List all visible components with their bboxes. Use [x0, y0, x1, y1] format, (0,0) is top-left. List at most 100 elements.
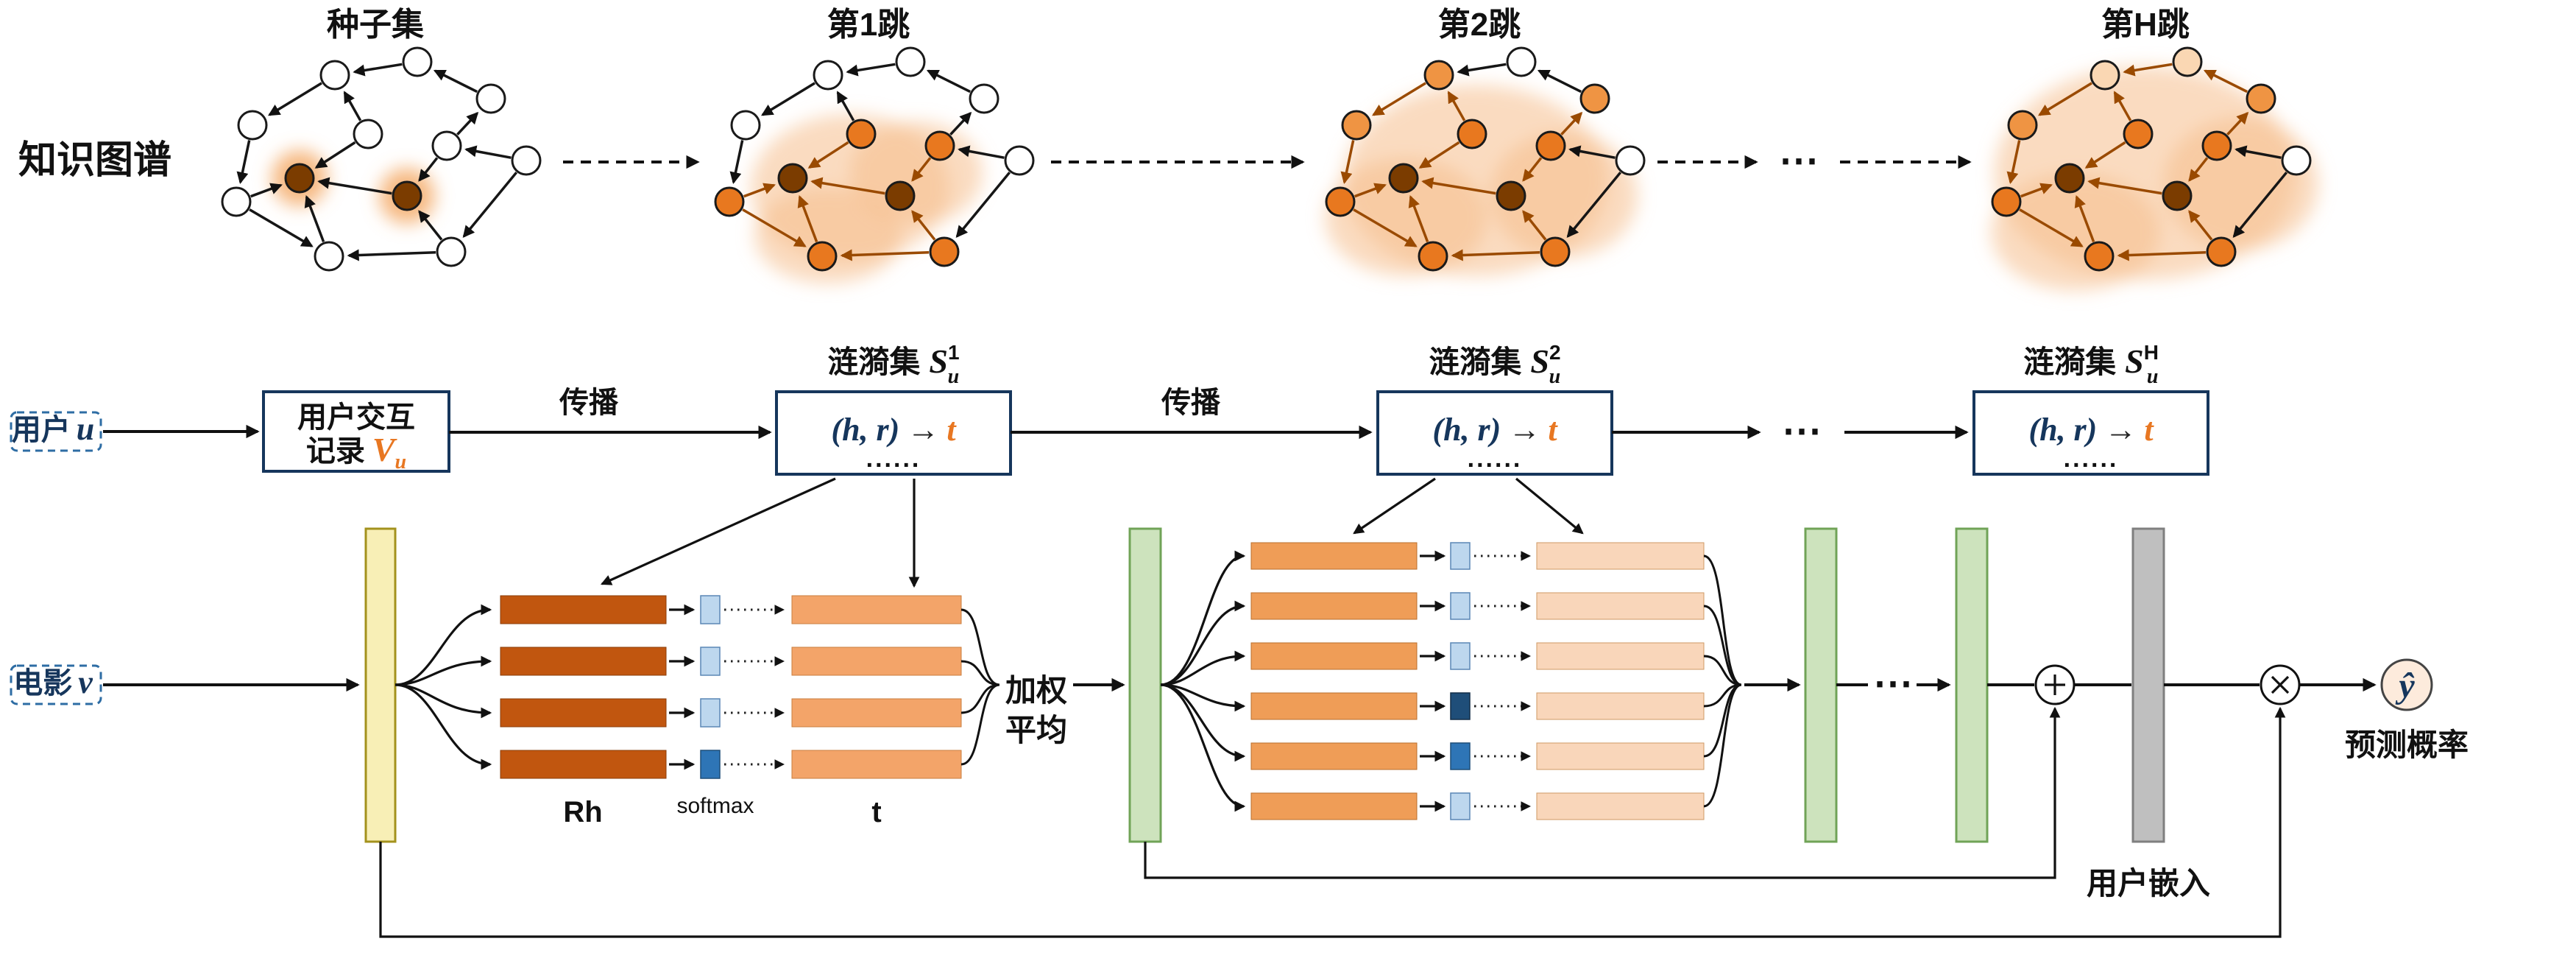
kg-node-B [2172, 46, 2203, 77]
softmax2-square-1 [1450, 542, 1471, 570]
hop1-output-bar [1128, 527, 1162, 843]
pale-bar-6 [1536, 792, 1705, 820]
kg-node-E [2123, 119, 2154, 149]
pale-bar-5 [1536, 742, 1705, 770]
hopH-blob [1991, 66, 2318, 291]
propagate-label-1: 传播 [559, 387, 619, 419]
stage-title-hopH: 第H跳 [2101, 7, 2190, 43]
fan2-curve-6 [1160, 683, 1246, 812]
rh-bar-4 [500, 750, 667, 779]
kg-edge-F-C [456, 111, 479, 135]
converge2-curve-3 [1703, 655, 1742, 686]
kg-node-K [807, 241, 838, 272]
kg-edge-K-I [304, 195, 325, 243]
ripple-box-1-dots: ...... [866, 445, 921, 473]
kg-edge-D-H [729, 140, 744, 184]
kg-node-I [2054, 163, 2085, 194]
kg-edge-L-K [2117, 249, 2207, 261]
rh-bar-2 [500, 647, 667, 676]
kg-section-label: 知识图谱 [18, 139, 171, 182]
softmax2-square-4 [1450, 692, 1471, 720]
movie-box [10, 664, 102, 705]
kg-edge-L-J [418, 210, 443, 241]
kg-edge-L-J [911, 210, 936, 241]
kg-edge-H-I [743, 183, 776, 198]
softmax-square-1 [700, 595, 721, 624]
kg-node-F [2201, 130, 2232, 161]
kg-edge-E-I [2084, 141, 2126, 169]
kg-edge-L-J [1522, 210, 1547, 241]
kg-edge-F-C [949, 111, 972, 135]
kg-node-A [2090, 60, 2120, 91]
kg-node-D [2007, 110, 2038, 141]
fan1-curve-2 [394, 655, 492, 686]
hop2-bar-2 [1250, 592, 1418, 620]
pale-bar-4 [1536, 692, 1705, 720]
kg-net-3 [1325, 46, 1646, 272]
kg-edge-H-K [742, 208, 807, 247]
fan2-curve-5 [1160, 683, 1246, 762]
blob-ellipse [1325, 158, 1487, 276]
kg-edge-B-A [1457, 63, 1507, 77]
kg-edge-E-I [807, 141, 849, 169]
kg-node-L [929, 236, 960, 267]
kg-edge-C-B [433, 69, 478, 94]
kg-node-E [846, 119, 877, 149]
kg-node-C [2246, 83, 2276, 114]
softmax2-square-5 [1450, 742, 1471, 770]
kg-edge-E-I [1418, 141, 1460, 169]
kg-node-G [511, 145, 542, 176]
kg-node-G [1004, 145, 1035, 176]
kg-edge-L-K [347, 249, 436, 261]
kg-edge-C-B [2203, 69, 2248, 94]
kg-node-B [895, 46, 926, 77]
converge1-curve-3 [960, 683, 1000, 714]
kg-node-I [777, 163, 808, 194]
kg-edge-K-I [797, 195, 818, 243]
yhat-circle [2380, 658, 2433, 711]
t-bar-2 [791, 647, 962, 676]
kg-node-F [924, 130, 955, 161]
kg-node-A [319, 60, 350, 91]
kg-edge-D-H [236, 140, 251, 184]
kg-edge-F-C [2226, 111, 2249, 135]
kg-node-C [1579, 83, 1610, 114]
t-label: t [871, 796, 881, 828]
t-bar-3 [791, 698, 962, 728]
kg-edge-K-I [1408, 195, 1429, 243]
kg-net-1 [221, 46, 542, 272]
ripple-box-2-dots: ...... [1468, 445, 1523, 473]
kg-node-C [969, 83, 999, 114]
hop2-bar-3 [1250, 642, 1418, 670]
hop2-output-bar [1804, 527, 1838, 843]
kg-edge-H-K [2019, 208, 2084, 247]
circled-plus-icon [2034, 664, 2076, 705]
kg-node-I [284, 163, 315, 194]
kg-edge-H-I [250, 183, 283, 198]
user-box [10, 411, 102, 452]
softmax2-square-6 [1450, 792, 1471, 820]
times-d2 [2271, 675, 2290, 694]
kg-node-C [475, 83, 506, 114]
softmax2-square-2 [1450, 592, 1471, 620]
kg-edge-J-I [2087, 177, 2162, 195]
ripple2-to-pale-arrow [1515, 477, 1584, 535]
propagate-label-2: 传播 [1161, 387, 1221, 419]
kg-node-A [1423, 60, 1454, 91]
softmax2-square-3 [1450, 642, 1471, 670]
kg-edge-G-F [464, 145, 512, 159]
kg-edge-A-D [1372, 82, 1426, 116]
pale-bar-1 [1536, 542, 1705, 570]
hop2-blob [1325, 85, 1638, 276]
rh-bar-1 [500, 595, 667, 624]
kg-stage-hopH [1991, 46, 2318, 291]
pale-bar-2 [1536, 592, 1705, 620]
kg-edge-A-D [268, 82, 322, 116]
kg-stage-hop1 [714, 46, 1035, 284]
ripple2-to-bars-arrow [1353, 477, 1436, 535]
kg-node-D [730, 110, 761, 141]
